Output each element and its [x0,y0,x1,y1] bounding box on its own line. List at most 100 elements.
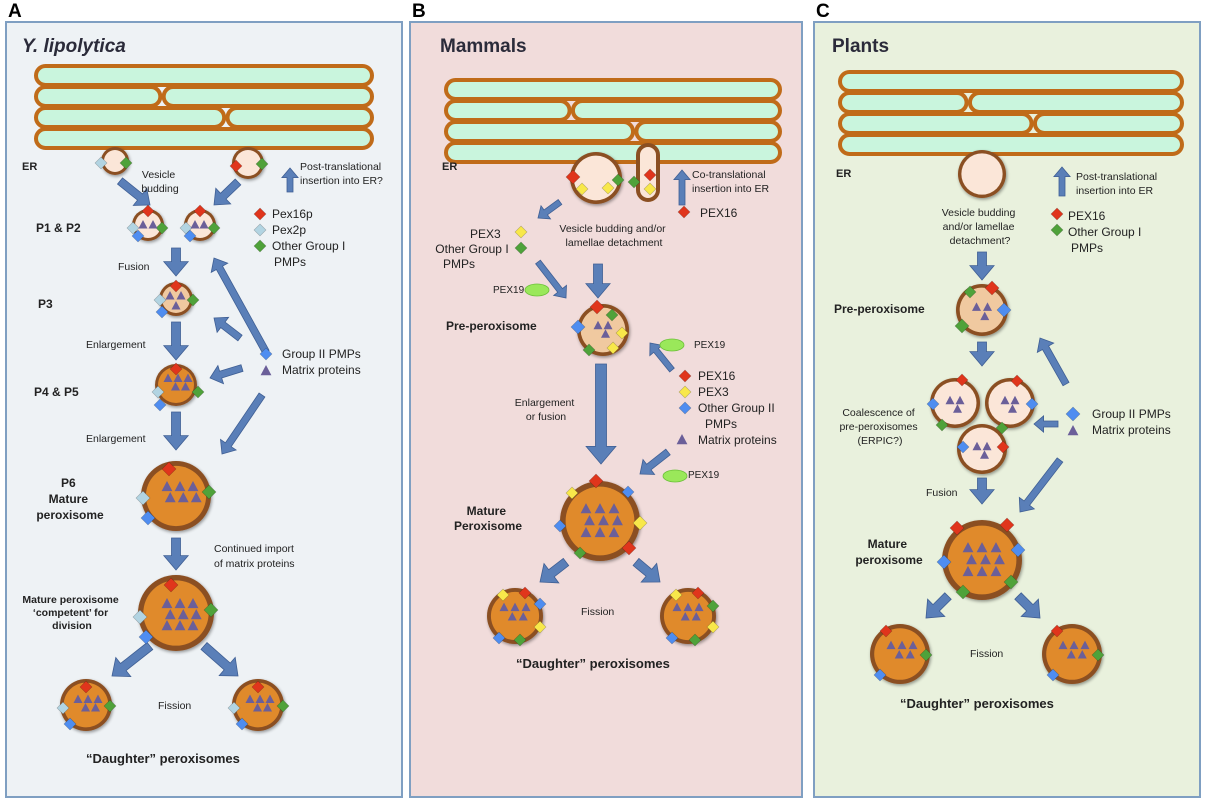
pmp-diamond [201,484,217,500]
matrix-protein-triangle [187,620,199,631]
pmp-diamond [879,624,893,638]
er-cisterna [444,99,572,122]
pmp-diamond [955,584,971,600]
legend-pex3-marker-2 [678,385,692,399]
a-competent-label: Mature peroxisome ‘competent’ for divisi… [22,594,121,632]
arrow [969,341,995,367]
b-pex19-c: PEX19 [688,470,720,481]
er-cisterna [1032,112,1184,135]
matrix-protein-triangle [73,694,83,703]
matrix-protein-triangle [953,404,962,413]
matrix-protein-triangle [966,554,977,565]
matrix-protein-triangle [245,694,255,703]
pmp-diamond [141,204,155,218]
matrix-protein-triangle [187,480,199,492]
arrow [673,169,691,206]
matrix-protein-triangle [580,503,592,514]
a-p4p5-label: P4 & P5 [34,385,79,399]
arrow [200,642,239,677]
er-cisterna [838,112,1034,135]
b-daughters-label: “Daughter” peroxisomes [516,656,670,671]
matrix-protein-triangle [171,382,180,391]
c-daughters-label: “Daughter” peroxisomes [900,696,1054,711]
c-mature-label: Mature peroxisome [855,537,923,567]
a-vesicle-budding-label: Vesicle budding [141,169,179,195]
matrix-protein-triangle [174,620,186,631]
pmp-diamond [140,510,156,526]
arrow [969,251,995,281]
er-cisterna [225,106,374,129]
er-cisterna [838,70,1184,93]
pmp-diamond [553,519,567,533]
matrix-protein-triangle [177,492,189,503]
pmp-diamond [573,546,587,560]
matrix-protein-triangle [507,612,517,621]
panel-b-title: Mammals [440,36,527,57]
peroxisome-lumen [947,525,1017,595]
matrix-protein-triangle [905,650,915,659]
b-co-translational-label: Co-translational insertion into ER [692,169,769,195]
matrix-protein-triangle [1010,395,1020,405]
peroxisome-lumen [663,591,713,641]
pmp-diamond [513,633,527,647]
pmp-diamond [936,554,952,570]
a-er-label: ER [22,161,37,173]
arrow [649,342,675,373]
a-fusion-label: Fusion [118,261,150,273]
process-arrows [111,166,1071,678]
pmp-diamond [169,279,183,293]
arrow [281,167,299,193]
a-legend-pex2p: Pex2p [272,223,306,237]
b-pex19-a: PEX19 [493,285,525,296]
pmp-diamond [1003,574,1019,590]
c-post-translational-label: Post-translational insertion into ER [1076,171,1160,197]
pmp-diamond [153,293,167,307]
panel-b-letter: B [412,1,426,22]
pmp-diamond [706,620,720,634]
pmp-diamond [496,588,510,602]
peroxisome-lumen [162,285,190,313]
matrix-protein-triangle [672,602,682,612]
pmp-diamond [669,588,683,602]
pmp-diamond [191,385,205,399]
matrix-protein-triangle [83,694,93,703]
legend-group-ii-marker [1065,406,1081,422]
pex19-oval [524,283,550,297]
peroxisome-lumen [104,150,126,172]
legend-group-i-marker [514,241,528,255]
matrix-protein-triangle [980,554,991,565]
matrix-protein-triangle [253,703,262,712]
pmp-diamond [163,577,179,593]
panel-c-letter: C [816,1,830,22]
pmp-diamond [601,181,615,195]
arrow [162,411,190,451]
matrix-protein-triangle [93,694,103,703]
pmp-diamond [153,398,167,412]
matrix-protein-triangle [608,526,620,538]
pmp-diamond [996,302,1012,318]
pmp-diamond [691,586,705,600]
pmp-diamond [621,485,635,499]
pmp-diamond [588,473,604,489]
peroxisome-lumen [959,287,1005,333]
matrix-protein-triangle [177,609,189,620]
pmp-diamond [611,173,625,187]
matrix-protein-triangle [886,640,896,650]
er-cisterna [634,120,782,143]
peroxisome-lumen [960,427,1004,471]
pmp-diamond [1091,648,1105,662]
c-er-label: ER [836,168,851,180]
arrow [210,257,270,355]
peroxisome-lumen [565,486,635,556]
pmp-diamond [582,343,596,357]
legend-pex16-marker-2 [678,369,692,383]
pmp-diamond [1010,542,1026,558]
pmp-diamond [131,229,145,243]
pmp-diamond [235,717,249,731]
pex19-oval [662,469,688,483]
legend-pex2p-marker [253,223,267,237]
matrix-protein-triangle [1080,640,1090,650]
pmp-diamond [621,540,637,556]
pmp-diamond [565,486,579,500]
matrix-protein-triangle [173,373,183,382]
